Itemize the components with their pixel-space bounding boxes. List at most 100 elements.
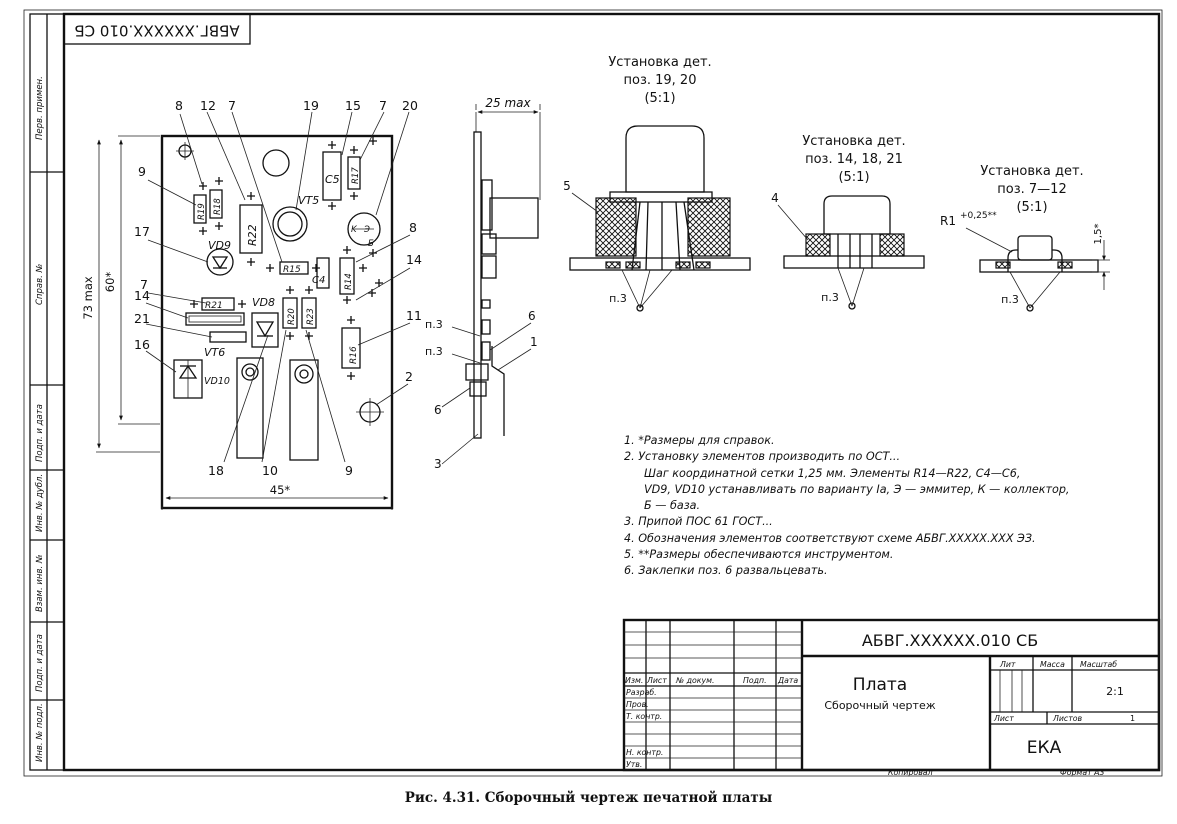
head-izm: Изм. bbox=[625, 676, 643, 685]
note-1: 1. *Размеры для справок. bbox=[624, 434, 775, 447]
sheet-label: Лист bbox=[993, 714, 1014, 723]
note-2-cont: VD9, VD10 устанавливать по варианту Iа, … bbox=[644, 482, 1070, 496]
side-view-labels: 25 max п.3 п.3 6 1 6 3 bbox=[425, 96, 538, 471]
stamp-label: Взам. инв. № bbox=[35, 554, 45, 612]
ref-number: 21 bbox=[134, 311, 150, 326]
ref-number: 16 bbox=[134, 337, 150, 352]
ref-number: 10 bbox=[262, 463, 278, 478]
detail-19-20-labels: Установка дет. поз. 19, 20 (5:1) 5 п.3 bbox=[563, 55, 712, 305]
note-2: 2. Установку элементов производить по ОС… bbox=[624, 450, 901, 464]
detail-title: поз. 7—12 bbox=[997, 182, 1066, 197]
head-list: Лист bbox=[646, 676, 667, 685]
ref-number: 1 bbox=[530, 335, 538, 349]
component-label: Э bbox=[363, 225, 370, 235]
mass-label: Масса bbox=[1040, 660, 1065, 669]
detail-7-12 bbox=[965, 227, 1110, 312]
ref-number: 6 bbox=[434, 403, 442, 417]
dim-25max: 25 max bbox=[485, 96, 531, 110]
ref-number: 18 bbox=[208, 463, 224, 478]
detail-title: (5:1) bbox=[838, 170, 869, 185]
copied-label: Копировал bbox=[888, 768, 933, 777]
side-stamp-labels: Перв. примен. Справ. № Подп. и дата Инв.… bbox=[35, 76, 45, 762]
detail-title: (5:1) bbox=[644, 91, 675, 106]
ref-number: 17 bbox=[134, 224, 150, 239]
row-tkontr: Т. контр. bbox=[626, 712, 662, 721]
component-label: C5 bbox=[325, 173, 340, 186]
ref-number: п.3 bbox=[821, 291, 839, 304]
detail-14-18-21-labels: Установка дет. поз. 14, 18, 21 (5:1) 4 п… bbox=[771, 134, 906, 304]
lit-label: Лит bbox=[999, 660, 1016, 669]
board-component-labels: R19 R18 R22 VT5 C5 R17 K Э Б VD9 R15 C4 … bbox=[197, 167, 374, 387]
ref-number: 7 bbox=[379, 98, 387, 113]
ref-number: 11 bbox=[406, 308, 422, 323]
scale-value: 2:1 bbox=[1106, 685, 1124, 698]
doc-code: АБВГ.XXXXXX.010 СБ bbox=[862, 631, 1038, 650]
stamp-label: Инв. № подл. bbox=[35, 703, 45, 762]
note-2-cont: Шаг координатной сетки 1,25 мм. Элементы… bbox=[644, 466, 1021, 480]
detail-title: Установка дет. bbox=[608, 55, 711, 70]
ref-number: 14 bbox=[406, 252, 422, 267]
ref-number: 6 bbox=[528, 309, 536, 323]
board-ref-numbers: 8 12 7 19 15 7 20 9 17 7 14 21 16 8 14 1… bbox=[134, 98, 422, 478]
ref-number: 7 bbox=[228, 98, 236, 113]
detail-7-12-labels: Установка дет. поз. 7—12 (5:1) R1 +0,25*… bbox=[940, 164, 1104, 306]
component-label: R18 bbox=[213, 198, 223, 215]
detail-title: (5:1) bbox=[1016, 200, 1047, 215]
ref-number: 14 bbox=[134, 288, 150, 303]
row-utv: Утв. bbox=[626, 760, 642, 769]
note-6: 6. Заклепки поз. 6 развальцевать. bbox=[624, 564, 828, 578]
detail-title: поз. 19, 20 bbox=[624, 73, 697, 88]
ref-number: 2 bbox=[405, 369, 413, 384]
stamp-label: Справ. № bbox=[35, 263, 45, 305]
title-block-text: АБВГ.XXXXXX.010 СБ Плата Сборочный черте… bbox=[625, 631, 1135, 777]
dim-1-5: 1,5* bbox=[1093, 224, 1104, 245]
part-name: Плата bbox=[853, 675, 907, 695]
radius-label: R1 bbox=[940, 214, 956, 228]
component-label: R17 bbox=[351, 167, 361, 184]
note-4: 4. Обозначения элементов соответствуют с… bbox=[624, 531, 1036, 545]
component-label: R16 bbox=[349, 346, 359, 364]
ref-number: 3 bbox=[434, 457, 442, 471]
ref-number: 4 bbox=[771, 191, 779, 205]
sheets-label: Листов bbox=[1052, 714, 1083, 723]
component-label: Б bbox=[368, 239, 374, 249]
row-nkontr: Н. контр. bbox=[626, 748, 663, 757]
ref-number: 15 bbox=[345, 98, 361, 113]
component-label: R14 bbox=[344, 273, 354, 290]
stamp-label: Перв. примен. bbox=[35, 76, 45, 140]
detail-title: Установка дет. bbox=[980, 164, 1083, 179]
ref-number: 19 bbox=[303, 98, 319, 113]
detail-14-18-21 bbox=[777, 195, 925, 310]
dim-width: 45* bbox=[270, 483, 291, 497]
stamp-label: Подп. и дата bbox=[35, 404, 45, 462]
component-label: VD9 bbox=[208, 239, 231, 252]
head-date: Дата bbox=[777, 676, 798, 685]
detail-title: Установка дет. bbox=[802, 134, 905, 149]
component-label: R23 bbox=[306, 308, 316, 325]
radius-tolerance: +0,25** bbox=[960, 211, 997, 221]
sheet-frame bbox=[23, 9, 1163, 777]
doc-type: Сборочный чертеж bbox=[824, 699, 935, 712]
scale-label: Масштаб bbox=[1080, 660, 1117, 669]
board-side-view bbox=[441, 104, 541, 465]
ref-number: п.3 bbox=[425, 318, 443, 331]
note-2-cont: Б — база. bbox=[644, 499, 701, 513]
dim-height-max: 73 max bbox=[81, 276, 95, 320]
stamp-label: Инв. № дубл. bbox=[35, 474, 45, 532]
component-label: R19 bbox=[197, 203, 207, 220]
ref-number: 20 bbox=[402, 98, 418, 113]
component-label: VD10 bbox=[204, 376, 230, 387]
note-5: 5. **Размеры обеспечиваются инструментом… bbox=[624, 548, 894, 562]
ref-number: 9 bbox=[345, 463, 353, 478]
figure-caption: Рис. 4.31. Сборочный чертеж печатной пла… bbox=[404, 790, 773, 806]
component-label: VT6 bbox=[204, 346, 225, 359]
component-label: K bbox=[351, 225, 358, 235]
stamp-label: Подп. и дата bbox=[35, 634, 45, 692]
ref-number: п.3 bbox=[425, 345, 443, 358]
head-sign: Подп. bbox=[743, 676, 767, 685]
ref-number: 9 bbox=[138, 164, 146, 179]
row-prov: Пров. bbox=[626, 700, 649, 709]
component-label: C4 bbox=[312, 275, 325, 286]
ref-number: п.3 bbox=[1001, 293, 1019, 306]
